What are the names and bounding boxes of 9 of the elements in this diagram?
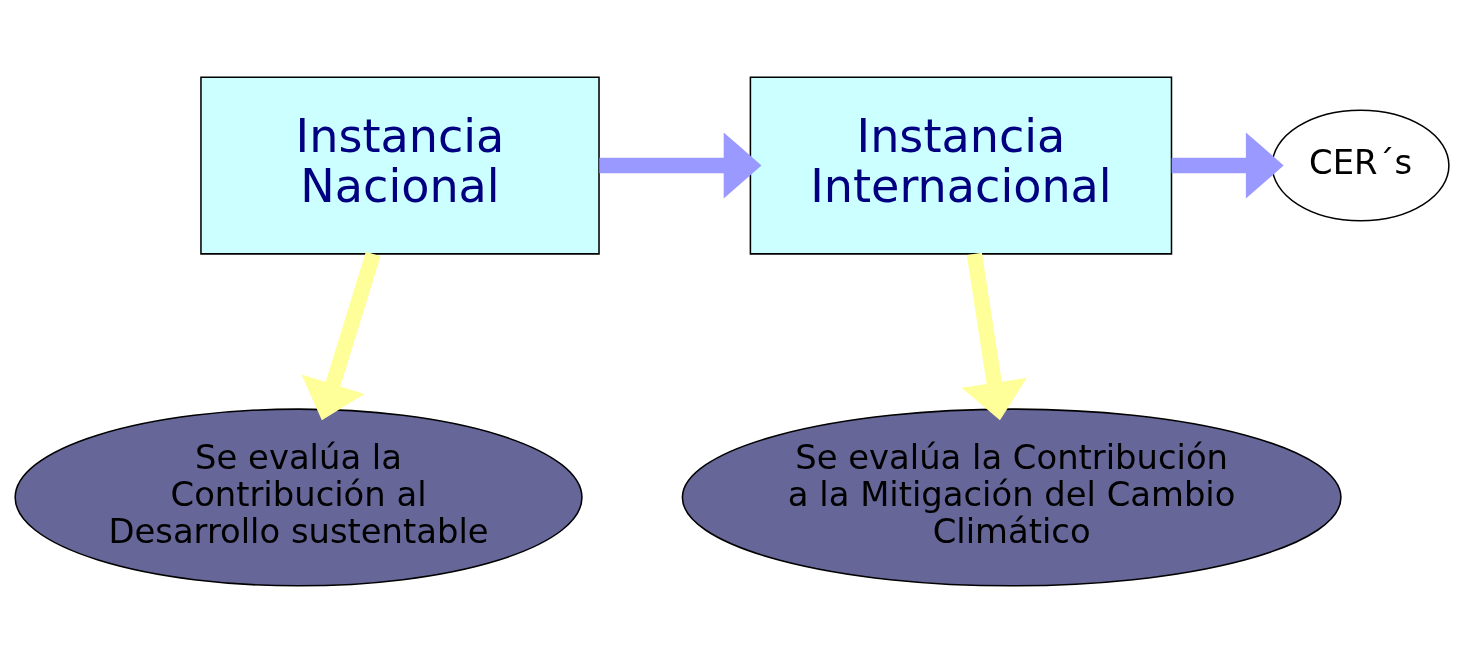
node-box: Instancia Internacional bbox=[749, 75, 1173, 255]
node-ellipse: Se evalúa la Contribución a la Mitigación del Cambio Climático bbox=[681, 407, 1342, 587]
arrow bbox=[599, 131, 762, 199]
arrow bbox=[301, 251, 381, 420]
node-box: Instancia Nacional bbox=[200, 75, 600, 255]
node-ellipse: Se evalúa la Contribución al Desarrollo sustentable bbox=[14, 407, 583, 587]
arrow bbox=[961, 252, 1027, 420]
node-ellipse: CER´s bbox=[1271, 108, 1450, 222]
arrow bbox=[1171, 131, 1284, 199]
